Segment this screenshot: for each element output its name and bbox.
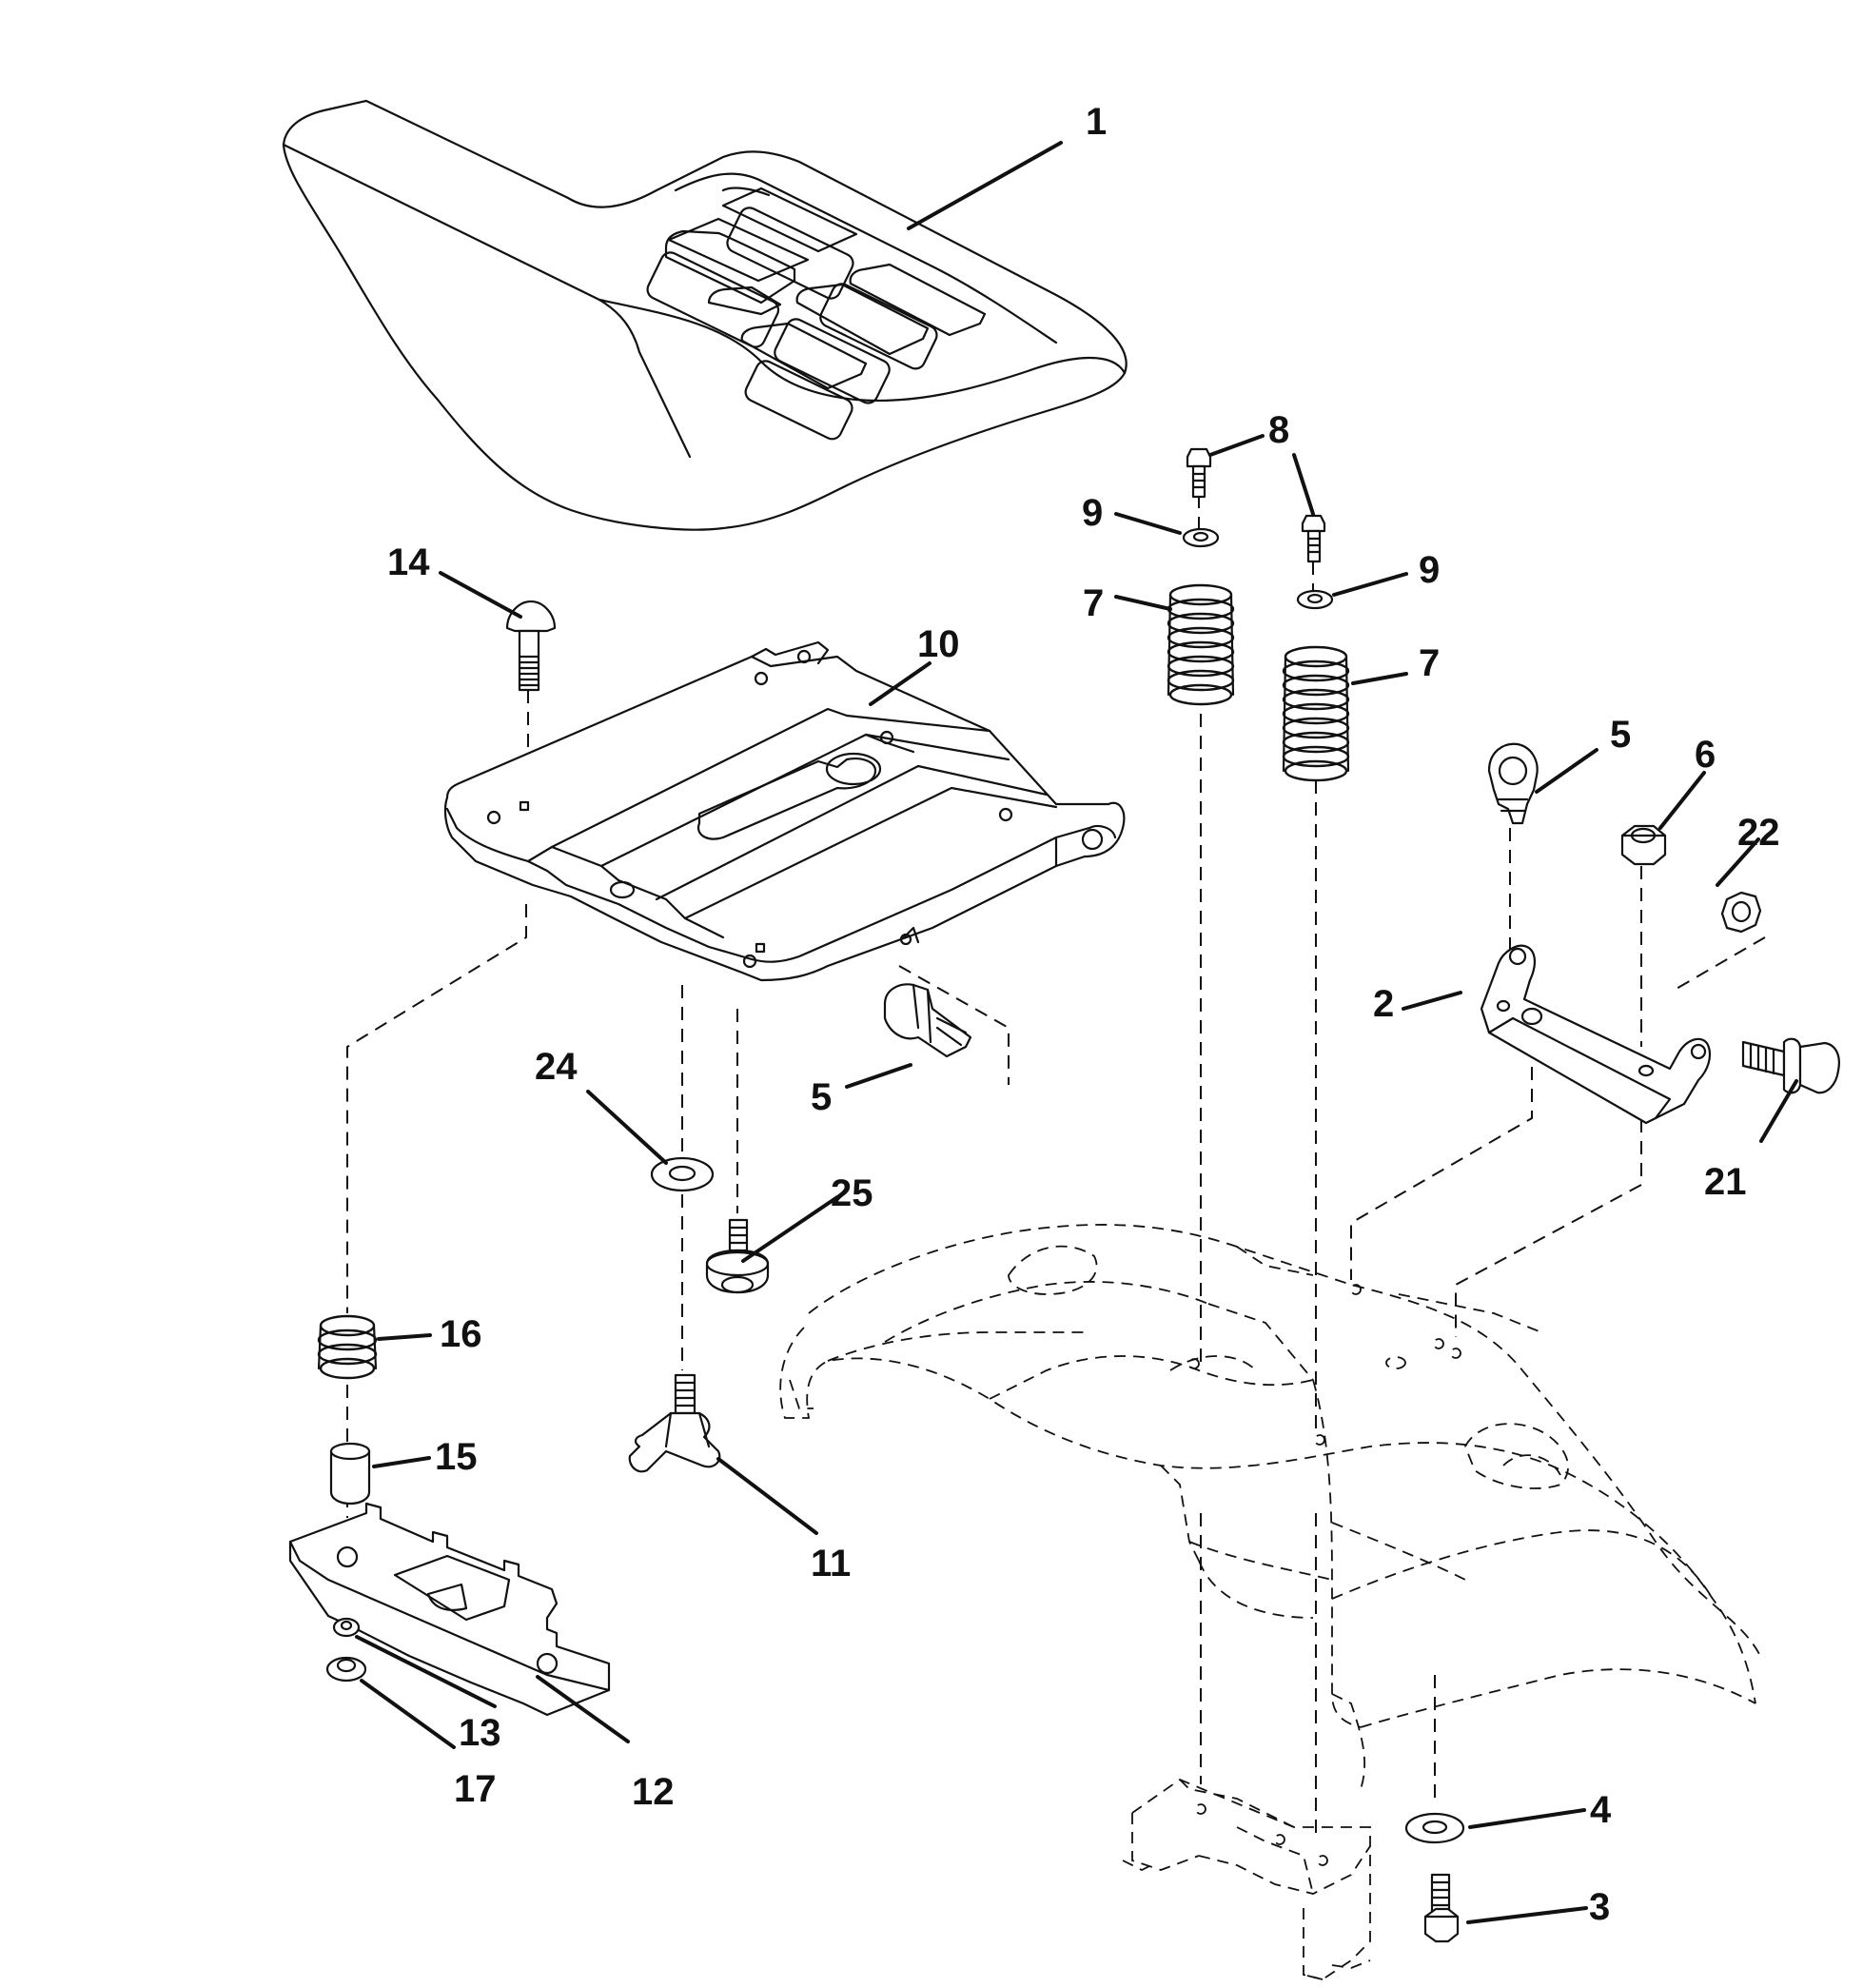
callout-5-upper: 5 <box>1610 714 1631 756</box>
callout-17: 17 <box>454 1768 497 1810</box>
seat-bracket <box>1480 944 1712 1125</box>
callout-25: 25 <box>831 1172 873 1214</box>
callout-22: 22 <box>1737 812 1780 854</box>
callout-12: 12 <box>632 1771 675 1813</box>
alignment-lines <box>346 495 1766 1841</box>
callout-9-left: 9 <box>1082 492 1103 534</box>
callout-9-right: 9 <box>1419 549 1440 591</box>
callout-24: 24 <box>535 1046 578 1088</box>
lower-bolt <box>1423 1873 1460 1943</box>
small-spring <box>317 1314 378 1380</box>
seat-spring-right <box>1282 645 1350 782</box>
lower-plate <box>288 1502 611 1717</box>
callout-3: 3 <box>1589 1886 1610 1928</box>
hex-bolt-left <box>1186 447 1212 499</box>
flange-bolt <box>1741 1037 1840 1094</box>
callout-labels: 1 2 3 4 5 5 6 7 7 8 9 9 10 11 12 13 14 1… <box>387 101 1780 1928</box>
callout-6: 6 <box>1695 734 1716 776</box>
callout-7-left: 7 <box>1083 582 1104 624</box>
callout-13: 13 <box>459 1712 501 1754</box>
small-nut <box>332 1617 361 1638</box>
seat <box>282 99 1128 531</box>
hex-bolt-right <box>1301 514 1326 563</box>
callout-5-lower: 5 <box>811 1076 832 1118</box>
seat-pan <box>443 640 1126 982</box>
callout-10: 10 <box>917 623 960 665</box>
carriage-bolt <box>505 600 557 692</box>
flange-nut <box>325 1656 367 1683</box>
callout-16: 16 <box>440 1313 482 1355</box>
seat-grooves <box>646 207 938 441</box>
leader-lines <box>355 141 1798 1924</box>
lock-washer-left <box>1182 527 1220 548</box>
callout-7-right: 7 <box>1419 642 1440 684</box>
lock-washer-right <box>1296 589 1334 610</box>
callout-21: 21 <box>1704 1161 1747 1203</box>
wire-clip-lower <box>883 983 972 1058</box>
flat-washer <box>650 1156 715 1192</box>
adjustment-knob <box>628 1373 721 1473</box>
spacer <box>329 1442 371 1506</box>
callout-14: 14 <box>387 541 430 583</box>
shoulder-bolt <box>705 1218 770 1294</box>
hex-nut <box>1720 891 1762 934</box>
callout-2: 2 <box>1373 983 1394 1025</box>
callout-15: 15 <box>435 1436 478 1478</box>
lock-nut <box>1620 824 1667 866</box>
callout-8: 8 <box>1268 409 1289 451</box>
callout-1: 1 <box>1086 101 1107 143</box>
callout-4: 4 <box>1590 1789 1612 1831</box>
wire-clip-upper <box>1487 742 1539 825</box>
fender-chassis-outline <box>779 1224 1761 1980</box>
lower-washer <box>1404 1812 1465 1844</box>
seat-spring-left <box>1167 583 1235 706</box>
callout-11: 11 <box>811 1543 851 1584</box>
